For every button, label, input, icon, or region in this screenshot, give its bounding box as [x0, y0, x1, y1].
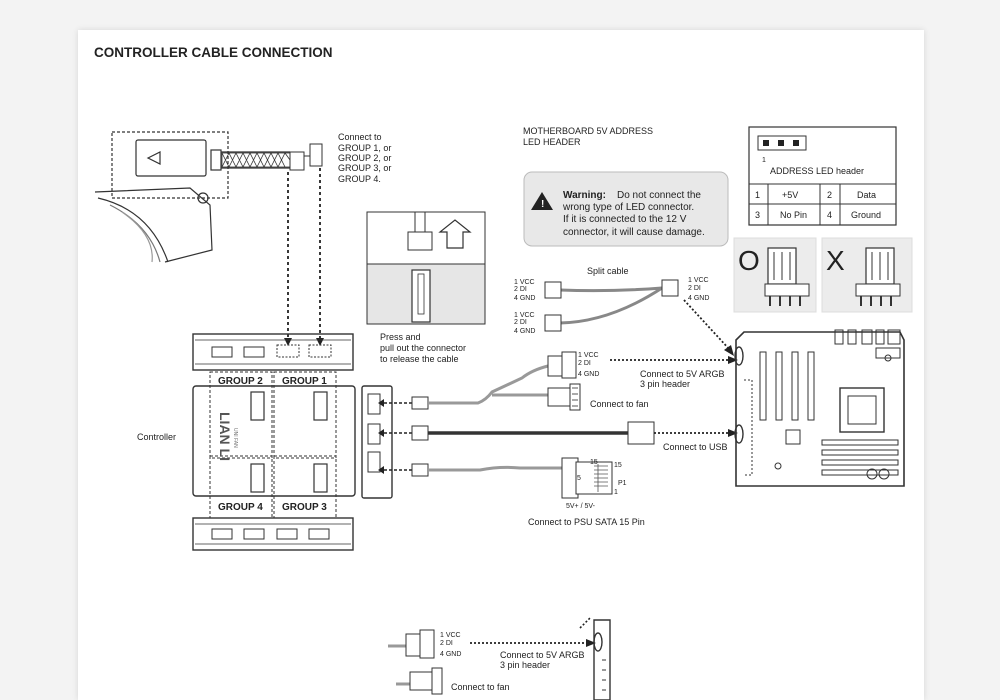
svg-text:Press and: Press and [380, 332, 421, 342]
svg-text:Connect to: Connect to [338, 132, 382, 142]
connect-fan-label: Connect to fan [590, 399, 649, 409]
argb-plug: 1 VCC 2 DI 4 GND [547, 351, 599, 379]
svg-text:3: 3 [755, 210, 760, 220]
svg-text:4 GND: 4 GND [514, 328, 535, 335]
top-hub-strip [192, 333, 354, 371]
svg-text:3 pin header: 3 pin header [500, 660, 550, 670]
svg-text:2 DI: 2 DI [514, 286, 527, 293]
controller-side-ports [361, 385, 393, 499]
svg-text:4: 4 [827, 210, 832, 220]
manual-page: CONTROLLER CABLE CONNECTION Connect to G… [78, 30, 924, 700]
svg-text:2 DI: 2 DI [688, 285, 701, 292]
svg-text:1: 1 [614, 489, 618, 496]
svg-text:GROUP 2, or: GROUP 2, or [338, 153, 391, 163]
svg-text:Connect to 5V ARGB: Connect to 5V ARGB [640, 369, 725, 379]
address-led-table: 1 ADDRESS LED header 1 +5V 2 Data 3 No P… [748, 126, 897, 226]
svg-text:to release the cable: to release the cable [380, 354, 459, 364]
svg-text:X: X [826, 245, 845, 276]
svg-text:connector, it will cause damag: connector, it will cause damage. [563, 227, 705, 238]
sata-connector: 15 15 5 P1 1 5V+ / 5V- [561, 457, 627, 510]
svg-text:pull out the connector: pull out the connector [380, 343, 466, 353]
svg-text:Connect to fan: Connect to fan [451, 682, 510, 692]
svg-text:Connect to 5V ARGB: Connect to 5V ARGB [500, 650, 585, 660]
warning-label: Warning: [563, 190, 606, 201]
motherboard-header-label: MOTHERBOARD 5V ADDRESS LED HEADER [523, 126, 653, 147]
svg-text:2 DI: 2 DI [514, 319, 527, 326]
bottom-argb-detail: 1 VCC 2 DI 4 GND Connect to 5V ARGB 3 pi… [388, 617, 611, 700]
svg-text:1 VCC: 1 VCC [440, 632, 461, 639]
svg-text:wrong type of LED connector.: wrong type of LED connector. [562, 202, 694, 213]
svg-text:15: 15 [590, 459, 598, 466]
svg-text:15: 15 [614, 462, 622, 469]
split-cable-label: Split cable [587, 266, 629, 276]
svg-text:MOTHERBOARD 5V ADDRESS: MOTHERBOARD 5V ADDRESS [523, 126, 653, 136]
warning-icon [531, 192, 553, 210]
connect-usb-label: Connect to USB [663, 442, 728, 452]
svg-text:P1: P1 [618, 480, 627, 487]
svg-text:1 VCC: 1 VCC [514, 312, 535, 319]
fan-to-hub-arrows [287, 168, 321, 340]
svg-text:1: 1 [755, 190, 760, 200]
svg-text:GROUP 4.: GROUP 4. [338, 174, 381, 184]
svg-text:4 GND: 4 GND [514, 295, 535, 302]
group-3-label: GROUP 3 [282, 502, 327, 513]
svg-text:4 GND: 4 GND [688, 295, 709, 302]
group-2-label: GROUP 2 [218, 376, 263, 387]
correct-orientation: O [733, 237, 817, 313]
svg-text:2: 2 [827, 190, 832, 200]
svg-text:+5V: +5V [782, 190, 798, 200]
side-cables [428, 364, 628, 472]
warning-box: ! Warning: Do not connect the wrong type… [523, 171, 729, 247]
svg-text:5: 5 [577, 475, 581, 482]
svg-text:If it is connected to the 12 V: If it is connected to the 12 V [563, 214, 687, 225]
svg-text:4 GND: 4 GND [578, 371, 599, 378]
split-cable-illustration: 1 VCC 2 DI 4 GND 1 VCC 2 DI 4 GND 1 VCC … [514, 277, 709, 335]
svg-text:3 pin header: 3 pin header [640, 379, 690, 389]
svg-text:No Pin: No Pin [780, 210, 807, 220]
connect-argb-label: Connect to 5V ARGB 3 pin header [640, 369, 725, 389]
svg-text:1 VCC: 1 VCC [514, 279, 535, 286]
split-cable-arrow [683, 299, 731, 351]
svg-text:Data: Data [857, 190, 876, 200]
svg-text:O: O [738, 245, 760, 276]
usb-plug [627, 421, 655, 445]
motherboard [734, 329, 905, 487]
svg-text:GROUP 1, or: GROUP 1, or [338, 143, 391, 153]
svg-text:2 DI: 2 DI [440, 640, 453, 647]
brand-logo: LIAN LI UNI FAN [217, 412, 238, 461]
svg-text:LIAN LI: LIAN LI [217, 412, 233, 461]
svg-text:!: ! [541, 199, 544, 210]
controller-label: Controller [137, 432, 176, 442]
side-port-plugs [411, 396, 429, 477]
group-4-label: GROUP 4 [218, 502, 263, 513]
group-1-label: GROUP 1 [282, 376, 327, 387]
group-labels: GROUP 2 GROUP 1 GROUP 4 GROUP 3 [218, 376, 327, 513]
svg-text:ADDRESS LED header: ADDRESS LED header [770, 166, 864, 176]
svg-text:Ground: Ground [851, 210, 881, 220]
svg-text:GROUP 3, or: GROUP 3, or [338, 163, 391, 173]
connect-group-note: Connect to GROUP 1, or GROUP 2, or GROUP… [338, 132, 391, 184]
svg-text:1 VCC: 1 VCC [688, 277, 709, 284]
press-release-illustration [366, 211, 486, 325]
page-title: CONTROLLER CABLE CONNECTION [94, 45, 333, 60]
svg-text:1 VCC: 1 VCC [578, 352, 599, 359]
svg-text:5V+ / 5V-: 5V+ / 5V- [566, 503, 596, 510]
press-release-note: Press and pull out the connector to rele… [380, 332, 466, 364]
fan-illustration [94, 131, 290, 263]
controller-cable-diagram: CONTROLLER CABLE CONNECTION Connect to G… [94, 45, 913, 700]
svg-text:1: 1 [762, 157, 766, 164]
wrong-orientation: X [821, 237, 913, 313]
svg-text:UNI FAN: UNI FAN [232, 428, 238, 448]
bottom-hub-strip [192, 517, 354, 551]
svg-text:2 DI: 2 DI [578, 360, 591, 367]
connect-sata-label: Connect to PSU SATA 15 Pin [528, 517, 645, 527]
fan-connector-plugs [289, 143, 323, 171]
controller-box [192, 371, 356, 519]
svg-text:4 GND: 4 GND [440, 651, 461, 658]
svg-text:Do not connect the: Do not connect the [617, 190, 701, 201]
side-port-arrows [378, 399, 412, 474]
braided-cable [221, 152, 291, 168]
fan-plug [547, 383, 581, 411]
svg-text:LED HEADER: LED HEADER [523, 137, 581, 147]
